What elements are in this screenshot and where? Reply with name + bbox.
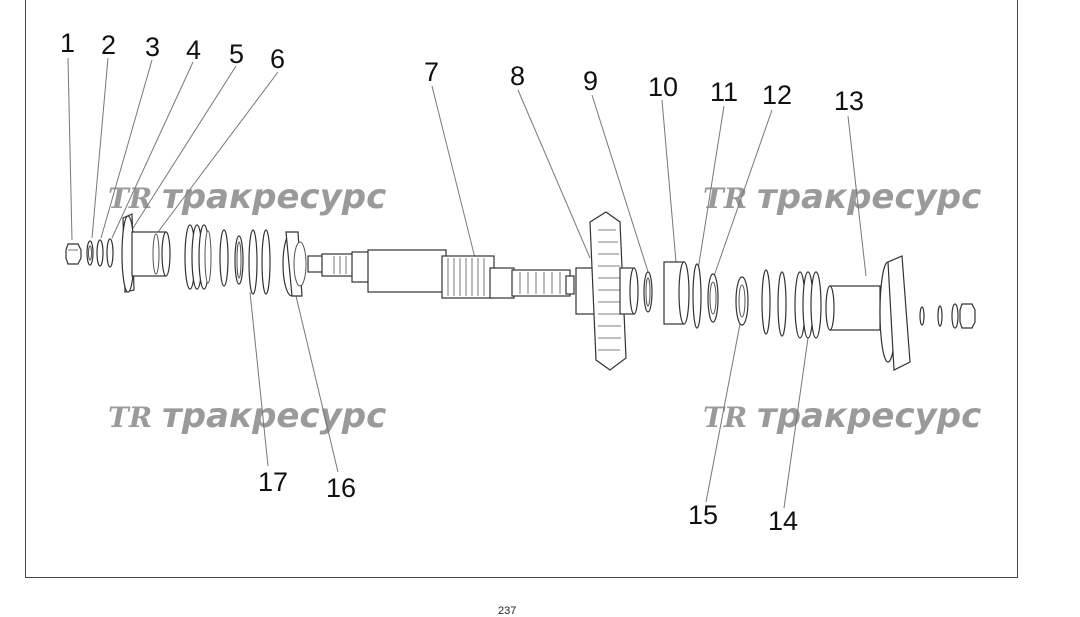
callout-1: 1 bbox=[60, 28, 75, 58]
gear-teeth bbox=[598, 229, 621, 351]
watermark-text: тракресурс bbox=[757, 177, 981, 217]
part-11-ring bbox=[692, 263, 702, 329]
callout-14: 14 bbox=[768, 506, 798, 536]
callout-5: 5 bbox=[229, 39, 244, 69]
part-1-nut bbox=[65, 243, 82, 265]
callout-2: 2 bbox=[101, 30, 116, 60]
part-16-bearing bbox=[282, 231, 307, 297]
part-17-snap-rings bbox=[248, 229, 271, 295]
callout-7: 7 bbox=[424, 57, 439, 87]
part-4-ring bbox=[106, 238, 114, 268]
callout-3: 3 bbox=[145, 32, 160, 62]
callout-13: 13 bbox=[834, 86, 864, 116]
watermark-bottom-left: ТR тракресурс bbox=[108, 396, 386, 436]
part-15-ring bbox=[735, 276, 749, 326]
part-12-bushing bbox=[707, 273, 719, 323]
part-6-bearing bbox=[184, 224, 212, 290]
callout-10: 10 bbox=[648, 72, 678, 102]
watermark-text: тракресурс bbox=[162, 177, 386, 217]
part-5-flange bbox=[121, 213, 171, 293]
watermark-text: тракресурс bbox=[162, 396, 386, 436]
callout-4: 4 bbox=[186, 35, 201, 65]
callout-15: 15 bbox=[688, 500, 718, 530]
callout-numbers: 1 2 3 4 5 6 7 8 9 10 11 12 13 14 15 16 1… bbox=[60, 28, 864, 536]
part-rings-right bbox=[761, 269, 787, 337]
part-end-washers bbox=[919, 303, 976, 329]
watermark-text: тракресурс bbox=[757, 396, 981, 436]
callout-9: 9 bbox=[583, 66, 598, 96]
part-7-shaft bbox=[307, 249, 575, 299]
diagram-frame bbox=[25, 0, 1018, 578]
part-3-washer bbox=[96, 239, 104, 267]
callout-6: 6 bbox=[270, 44, 285, 74]
watermark-top-right: ТR тракресурс bbox=[703, 177, 981, 217]
watermark-top-left: ТR тракресурс bbox=[108, 177, 386, 217]
callout-17: 17 bbox=[258, 467, 288, 497]
part-spacer-rings-left bbox=[219, 229, 244, 287]
part-9-ring bbox=[643, 271, 653, 313]
callout-8: 8 bbox=[510, 61, 525, 91]
watermark-logo: ТR bbox=[108, 401, 152, 434]
callout-12: 12 bbox=[762, 80, 792, 110]
page-number: 237 bbox=[498, 605, 517, 617]
watermark-logo: ТR bbox=[703, 401, 747, 434]
part-10-bearing bbox=[663, 261, 690, 325]
part-13-flange bbox=[825, 255, 911, 371]
shaft-splines bbox=[333, 256, 561, 296]
watermark-logo: ТR bbox=[703, 182, 747, 215]
watermark-bottom-right: ТR тракресурс bbox=[703, 396, 981, 436]
part-14-bearing bbox=[794, 271, 822, 339]
part-8-gear bbox=[575, 211, 639, 371]
part-2-washer bbox=[86, 240, 94, 266]
callout-16: 16 bbox=[326, 473, 356, 503]
leader-lines bbox=[67, 57, 867, 509]
callout-11: 11 bbox=[710, 77, 738, 107]
